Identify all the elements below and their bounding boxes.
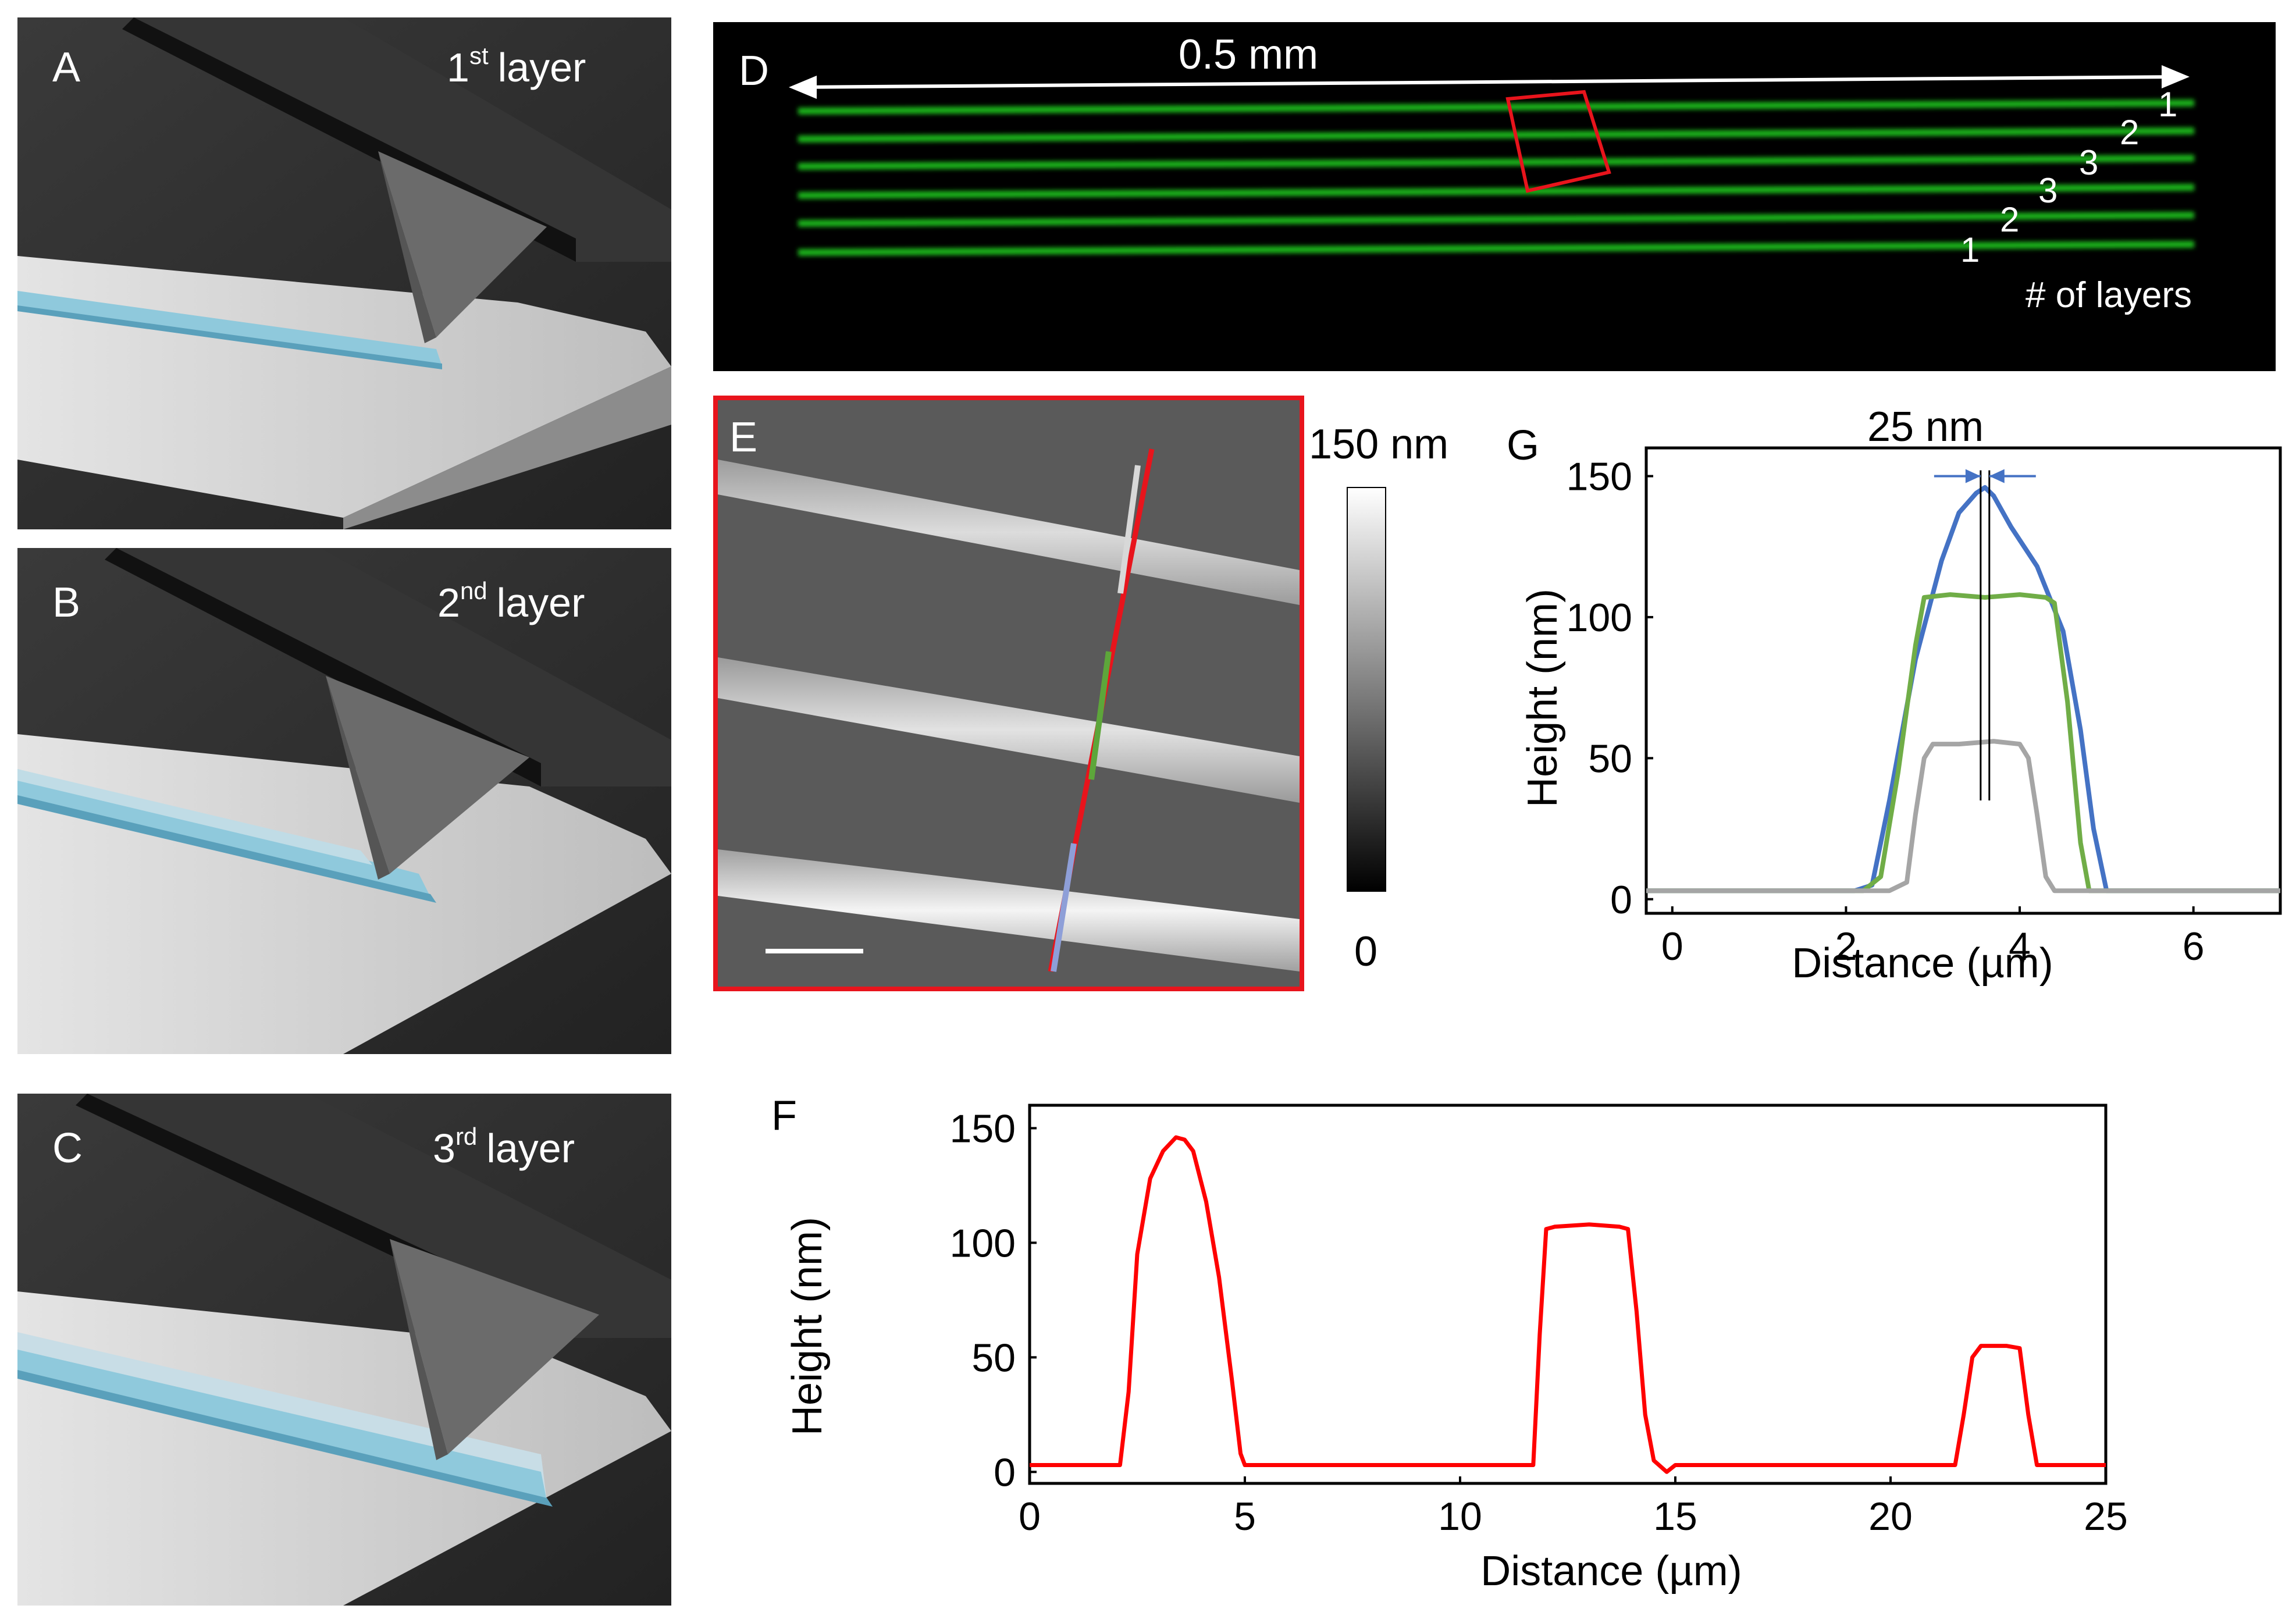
x-tick-label: 10	[1438, 1494, 1482, 1539]
plot-area: 0 5 10 15 20 25 0 50 100 150	[950, 1104, 2128, 1539]
colorbar	[1347, 487, 1386, 892]
fluorescent-lines	[798, 99, 2195, 256]
afm-stripe	[718, 460, 1300, 605]
plot-area: 0 2 4 6 0 50 100 150	[1567, 446, 2282, 969]
arrowhead-left-icon	[789, 76, 817, 99]
panel-g-chart: G 25 nm 0 2 4 6 0 50 100 150 Distance (µm) Heig…	[1507, 404, 2282, 987]
y-tick-label: 150	[950, 1106, 1016, 1151]
x-tick-label: 0	[1661, 924, 1683, 969]
segment-green	[1088, 651, 1112, 780]
y-axis-label: Height (nm)	[1519, 589, 1566, 807]
fluorescent-line	[798, 155, 2195, 170]
scale-label: 0.5 mm	[1179, 31, 1318, 78]
y-axis-label: Height (nm)	[784, 1217, 831, 1436]
colorbar-min-label: 0	[1354, 928, 1377, 975]
annotation-25nm: 25 nm	[1867, 404, 1984, 450]
fluorescent-line	[798, 241, 2195, 256]
y-tick-label: 50	[971, 1336, 1016, 1380]
fluorescent-line	[798, 99, 2195, 115]
layer-number: 1	[1960, 230, 1980, 269]
x-tick-label: 5	[1234, 1494, 1256, 1539]
y-tick-label: 100	[950, 1221, 1016, 1265]
arrowhead-right-icon	[1965, 469, 1981, 483]
panel-f-chart: F 0 5 10 15 20 25 0 50 100 150 Distance (µm) Heig…	[771, 1092, 2128, 1594]
segment-gray	[1117, 465, 1141, 594]
x-tick-label: 2	[1835, 924, 1857, 969]
y-tick-label: 100	[1567, 596, 1632, 640]
layers-caption: # of layers	[2026, 275, 2192, 315]
panel-letter: A	[52, 44, 80, 91]
series-line	[1646, 739, 2280, 894]
fluorescent-line	[798, 184, 2195, 199]
segment-blue	[1051, 843, 1077, 972]
series-line	[1646, 592, 2280, 894]
panel-e-colorbar: 150 nm 0	[1309, 421, 1448, 975]
layer-number: 1	[2158, 85, 2177, 124]
x-axis-label: Distance (µm)	[1792, 940, 2053, 987]
panel-letter: F	[771, 1092, 797, 1139]
afm-stripe	[718, 849, 1300, 971]
x-tick-label: 6	[2183, 924, 2205, 969]
arrowhead-left-icon	[1989, 469, 2005, 483]
colorbar-max-label: 150 nm	[1309, 421, 1448, 468]
y-tick-label: 0	[994, 1450, 1016, 1494]
plot-frame	[1028, 1104, 2108, 1485]
series-line	[1030, 1135, 2106, 1474]
panel-d-fluorescence: 0.5 mm 1 2 3 3 2 1 # of layers D	[713, 22, 2276, 371]
y-tick-label: 150	[1567, 454, 1632, 499]
series-line	[1646, 485, 2280, 894]
arrowhead-right-icon	[2162, 65, 2190, 88]
panel-letter: E	[729, 414, 757, 461]
x-tick-label: 4	[2009, 924, 2031, 969]
roi-box	[1505, 90, 1611, 193]
x-tick-label: 0	[1019, 1494, 1041, 1539]
layer-number: 3	[2079, 143, 2098, 182]
layer-number: 2	[2120, 113, 2139, 152]
panel-letter: D	[739, 48, 769, 94]
panel-letter: G	[1507, 422, 1539, 469]
layer-number: 2	[2000, 200, 2019, 239]
fluorescent-line	[798, 212, 2195, 227]
fluorescent-line	[798, 127, 2195, 143]
x-tick-label: 25	[2084, 1494, 2128, 1539]
x-axis-label: Distance (µm)	[1480, 1548, 1742, 1594]
y-tick-label: 0	[1610, 878, 1632, 922]
x-tick-label: 15	[1653, 1494, 1697, 1539]
panel-e-afm: E	[713, 396, 1304, 991]
layer-number: 3	[2038, 171, 2057, 210]
plot-frame	[1644, 446, 2282, 915]
y-tick-label: 50	[1588, 736, 1632, 781]
scale-arrow	[793, 75, 2185, 89]
layer-number-labels: 1 2 3 3 2 1	[1960, 85, 2177, 269]
afm-stripe	[718, 657, 1300, 803]
panel-letter: B	[52, 579, 80, 626]
x-tick-label: 20	[1868, 1494, 1913, 1539]
panel-letter: C	[52, 1125, 83, 1172]
